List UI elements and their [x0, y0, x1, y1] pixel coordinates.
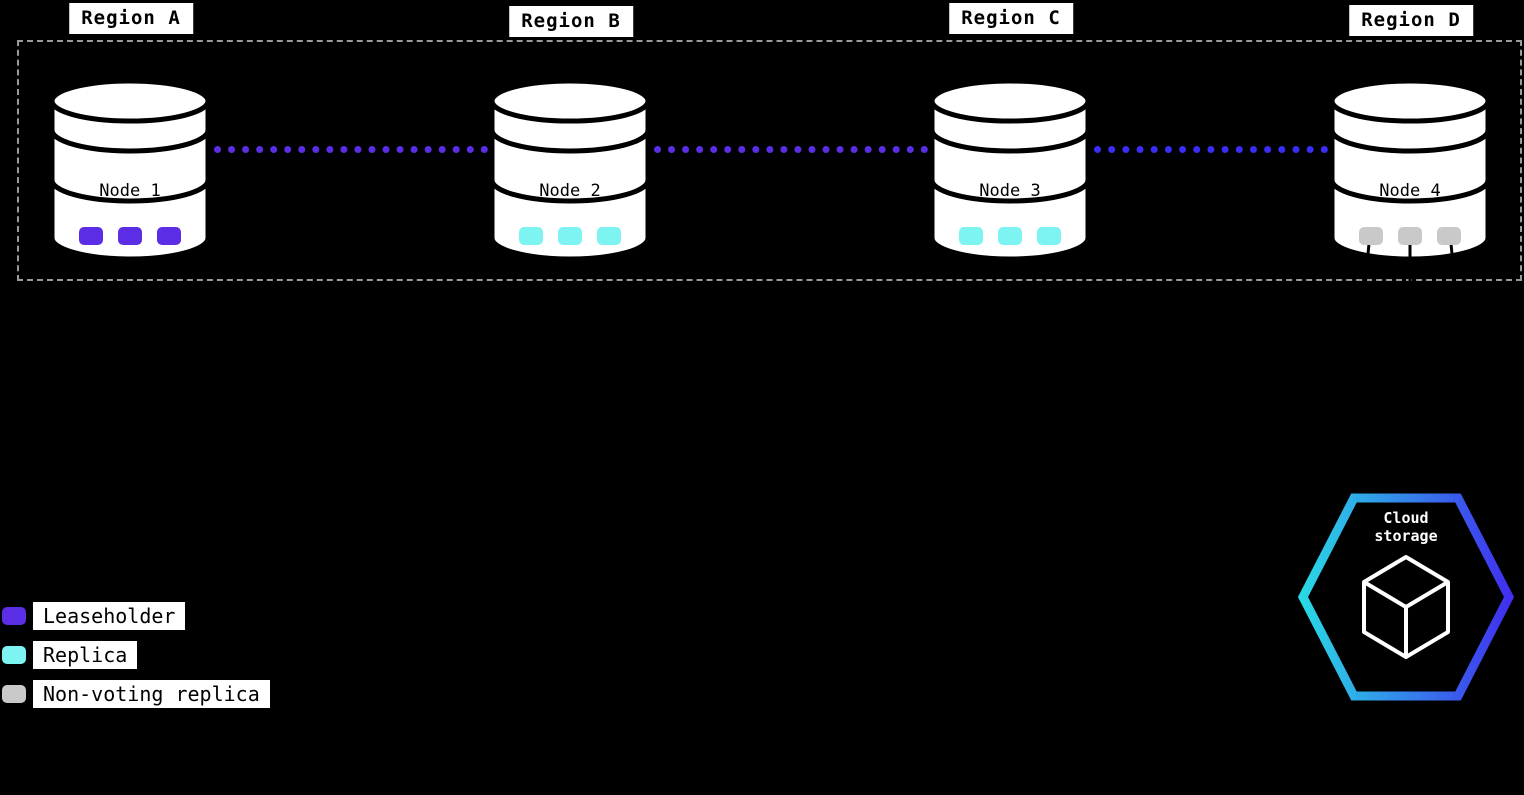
- region-b-label: Region B: [509, 6, 633, 37]
- region-d-label: Region D: [1349, 5, 1473, 36]
- non-voting-replica-chip: [1359, 227, 1383, 245]
- cloud-storage: Cloud storage: [1298, 493, 1514, 701]
- node-4-chips: [1329, 227, 1491, 245]
- region-a-label: Region A: [69, 3, 193, 34]
- non-voting-replica-swatch: [2, 685, 26, 703]
- node-2-chips: [489, 227, 651, 245]
- node-1-chips: [49, 227, 211, 245]
- leaseholder-chip: [79, 227, 103, 245]
- database-cylinder-icon: [1329, 78, 1491, 262]
- database-cylinder-icon: [929, 78, 1091, 262]
- cloud-storage-hexagon: [1298, 493, 1514, 701]
- replica-chip: [959, 227, 983, 245]
- node-2: Node 2: [489, 78, 651, 308]
- cloud-label-line2: storage: [1374, 527, 1438, 545]
- node-1-label: Node 1: [99, 181, 161, 201]
- connector-node1-node2: [214, 146, 488, 153]
- region-c-label: Region C: [949, 3, 1073, 34]
- legend-label: Leaseholder: [33, 602, 186, 630]
- database-cylinder-icon: [489, 78, 651, 262]
- replica-swatch: [2, 646, 26, 664]
- legend-label: Replica: [33, 641, 138, 669]
- legend: Leaseholder Replica Non-voting replica: [2, 602, 270, 719]
- replica-chip: [1037, 227, 1061, 245]
- leaseholder-swatch: [2, 607, 26, 625]
- replica-chip: [597, 227, 621, 245]
- connector-node3-node4: [1094, 146, 1328, 153]
- node-3-label: Node 3: [979, 181, 1041, 201]
- cluster-boundary: [17, 40, 1522, 281]
- non-voting-replica-chip: [1398, 227, 1422, 245]
- node-3-chips: [929, 227, 1091, 245]
- legend-item-non-voting-replica: Non-voting replica: [2, 680, 270, 708]
- legend-item-replica: Replica: [2, 641, 270, 669]
- cube-icon: [1362, 555, 1450, 659]
- replica-chip: [998, 227, 1022, 245]
- legend-item-leaseholder: Leaseholder: [2, 602, 270, 630]
- non-voting-replica-chip: [1437, 227, 1461, 245]
- node-1: Node 1: [49, 78, 211, 308]
- replica-chip: [519, 227, 543, 245]
- cloud-storage-label: Cloud storage: [1298, 509, 1514, 545]
- cloud-label-line1: Cloud: [1383, 509, 1429, 527]
- connector-node2-node3: [654, 146, 928, 153]
- node-4-label: Node 4: [1379, 181, 1441, 201]
- replica-chip: [558, 227, 582, 245]
- node-2-label: Node 2: [539, 181, 601, 201]
- leaseholder-chip: [118, 227, 142, 245]
- legend-label: Non-voting replica: [33, 680, 270, 708]
- node-4: Node 4: [1329, 78, 1491, 308]
- leaseholder-chip: [157, 227, 181, 245]
- node-3: Node 3: [929, 78, 1091, 308]
- database-cylinder-icon: [49, 78, 211, 262]
